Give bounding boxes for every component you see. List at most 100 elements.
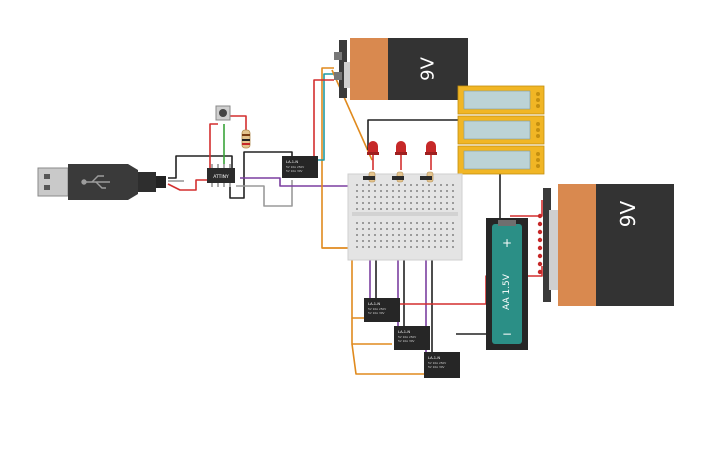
- breadboard-hole: [422, 202, 424, 204]
- breadboard-hole: [440, 222, 442, 224]
- relay-1-label: LA-1-N: [368, 302, 380, 306]
- breadboard-hole: [428, 246, 430, 248]
- breadboard-hole: [386, 190, 388, 192]
- breadboard-hole: [410, 190, 412, 192]
- relay-3: LA-1-N 5V 10A 250V 5V 10A 30V: [424, 352, 460, 378]
- breadboard-hole: [356, 222, 358, 224]
- breadboard-hole: [356, 228, 358, 230]
- breadboard-hole: [398, 184, 400, 186]
- breadboard-hole: [386, 222, 388, 224]
- aa-plus-sign: +: [502, 236, 512, 250]
- breadboard-hole: [422, 196, 424, 198]
- breadboard-hole: [410, 246, 412, 248]
- breadboard-hole: [434, 222, 436, 224]
- breadboard-hole: [428, 184, 430, 186]
- breadboard-hole: [392, 190, 394, 192]
- breadboard-hole: [404, 228, 406, 230]
- breadboard-hole: [374, 228, 376, 230]
- breadboard-hole: [392, 222, 394, 224]
- breadboard-hole: [440, 208, 442, 210]
- breadboard-hole: [380, 240, 382, 242]
- lcd-display-3: [457, 145, 545, 175]
- breadboard-hole: [392, 196, 394, 198]
- breadboard-hole: [404, 208, 406, 210]
- breadboard-hole: [440, 240, 442, 242]
- breadboard-hole: [362, 196, 364, 198]
- breadboard-hole: [434, 240, 436, 242]
- breadboard-hole: [380, 202, 382, 204]
- breadboard-hole: [392, 228, 394, 230]
- breadboard-hole: [440, 246, 442, 248]
- breadboard-hole: [368, 234, 370, 236]
- breadboard-hole: [416, 184, 418, 186]
- breadboard-hole: [416, 190, 418, 192]
- breadboard-hole: [374, 202, 376, 204]
- breadboard-hole: [362, 184, 364, 186]
- breadboard-hole: [404, 240, 406, 242]
- breadboard-hole: [392, 234, 394, 236]
- breadboard-hole: [452, 190, 454, 192]
- lcd-display-2: [457, 115, 545, 145]
- aa-battery-holder: + − AA 1.5V: [486, 218, 528, 350]
- relay-main-line1: 5V 10A 250V: [286, 165, 304, 169]
- breadboard-hole: [392, 208, 394, 210]
- breadboard-hole: [416, 246, 418, 248]
- breadboard-hole: [368, 228, 370, 230]
- breadboard-hole: [416, 202, 418, 204]
- breadboard-hole: [386, 246, 388, 248]
- breadboard-hole: [368, 184, 370, 186]
- breadboard-hole: [380, 208, 382, 210]
- breadboard-hole: [440, 196, 442, 198]
- breadboard-hole: [356, 246, 358, 248]
- breadboard-hole: [452, 222, 454, 224]
- breadboard-hole: [446, 190, 448, 192]
- breadboard-hole: [428, 208, 430, 210]
- relay-2: LA-1-N 5V 10A 250V 5V 10A 30V: [394, 326, 430, 350]
- breadboard-hole: [428, 234, 430, 236]
- breadboard-hole: [374, 246, 376, 248]
- battery-9v-top: 9V: [334, 38, 468, 100]
- relay-3-line2: 5V 10A 30V: [428, 365, 445, 369]
- breadboard-hole: [404, 222, 406, 224]
- battery-right-label: 9V: [616, 200, 640, 227]
- breadboard-hole: [428, 196, 430, 198]
- breadboard-hole: [356, 190, 358, 192]
- attiny-label: ATTINY: [213, 174, 229, 180]
- led-1: [367, 141, 379, 155]
- breadboard-hole: [452, 246, 454, 248]
- breadboard-hole: [398, 202, 400, 204]
- breadboard-hole: [374, 196, 376, 198]
- breadboard-hole: [416, 228, 418, 230]
- breadboard-hole: [368, 240, 370, 242]
- breadboard-hole: [416, 196, 418, 198]
- breadboard-hole: [452, 184, 454, 186]
- breadboard-hole: [440, 234, 442, 236]
- breadboard-hole: [422, 228, 424, 230]
- relay-2-line1: 5V 10A 250V: [398, 335, 416, 339]
- breadboard-hole: [398, 208, 400, 210]
- breadboard-hole: [374, 240, 376, 242]
- wire-attiny-black-loop: [229, 151, 293, 199]
- relay-main-label: LA-1-N: [286, 160, 298, 164]
- breadboard-hole: [440, 228, 442, 230]
- usb-connector: [37, 164, 166, 200]
- breadboard-hole: [404, 202, 406, 204]
- breadboard-hole: [398, 190, 400, 192]
- breadboard-hole: [416, 234, 418, 236]
- breadboard-hole: [362, 190, 364, 192]
- breadboard-hole: [392, 240, 394, 242]
- breadboard-hole: [398, 228, 400, 230]
- breadboard-hole: [422, 246, 424, 248]
- breadboard-hole: [440, 184, 442, 186]
- breadboard-hole: [374, 184, 376, 186]
- wire-battery-red-right: [510, 200, 543, 217]
- breadboard-hole: [362, 234, 364, 236]
- wire-attiny-gray: [236, 180, 293, 207]
- battery-right-terminals: [537, 213, 543, 275]
- resistor: [241, 129, 251, 149]
- wire-relay-orange-3: [351, 343, 424, 375]
- breadboard-hole: [386, 184, 388, 186]
- breadboard-hole: [368, 246, 370, 248]
- wire-battery-orange-diag: [331, 69, 373, 161]
- wire-battery-red-top: [313, 79, 334, 160]
